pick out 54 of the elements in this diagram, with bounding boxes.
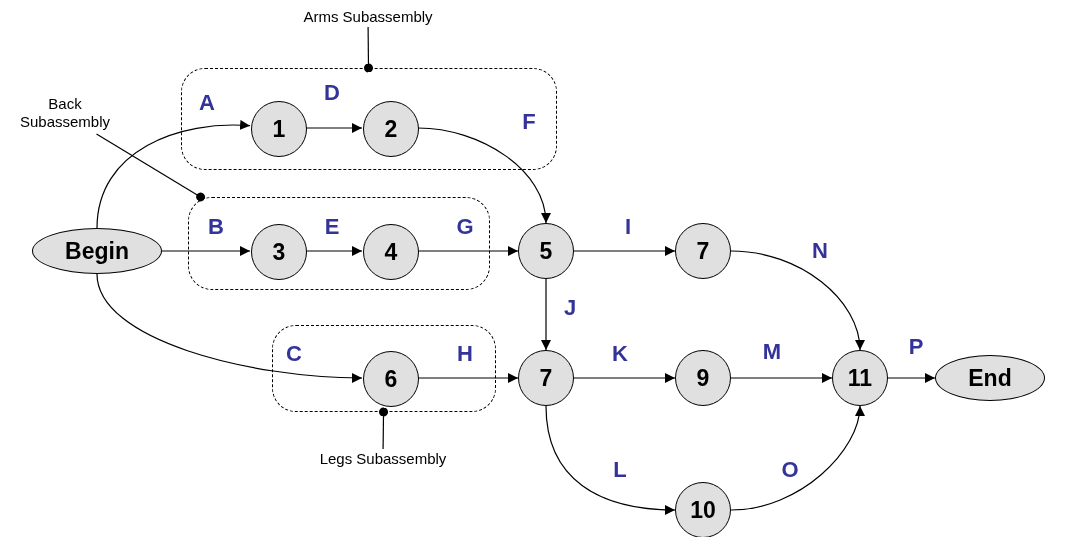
end-ellipse: End xyxy=(935,355,1045,401)
leader-line xyxy=(364,26,373,73)
activity-label: H xyxy=(457,341,473,367)
arrow xyxy=(161,246,251,256)
arrow xyxy=(305,123,363,133)
event-circle: 11 xyxy=(832,350,888,406)
activity-label: C xyxy=(286,341,302,367)
event-circle: 10 xyxy=(675,482,731,537)
event-circle: 4 xyxy=(363,224,419,280)
event-circle: 3 xyxy=(251,224,307,280)
event-circle: 7 xyxy=(518,350,574,406)
activity-label: D xyxy=(324,80,340,106)
leader-line xyxy=(95,133,206,202)
arrow xyxy=(730,405,864,511)
activity-label: G xyxy=(456,214,474,240)
dashed-group-box xyxy=(181,68,557,170)
arrow xyxy=(541,278,551,351)
event-circle: 2 xyxy=(363,101,419,157)
start-ellipse: Begin xyxy=(32,228,162,274)
arrow xyxy=(573,246,676,256)
dashed-group-box xyxy=(188,197,490,290)
activity-label: B xyxy=(208,214,224,240)
arrow xyxy=(96,120,251,229)
arrow xyxy=(730,373,833,383)
event-circle: 6 xyxy=(363,351,419,407)
leader-line xyxy=(379,407,388,450)
activity-label: A xyxy=(199,90,215,116)
activity-label: E xyxy=(324,214,340,240)
arrow xyxy=(730,250,864,351)
activity-label: N xyxy=(812,238,828,264)
callout-text: Arms Subassembly xyxy=(298,7,438,27)
event-circle: 9 xyxy=(675,350,731,406)
arrow xyxy=(887,373,936,383)
activity-label: O xyxy=(781,457,799,483)
callout-text: Legs Subassembly xyxy=(308,449,458,469)
arrow xyxy=(545,405,676,515)
event-circle: 1 xyxy=(251,101,307,157)
arrow xyxy=(305,246,363,256)
arrow xyxy=(417,373,519,383)
activity-label: L xyxy=(613,457,627,483)
activity-label: F xyxy=(522,109,536,135)
event-circle: 5 xyxy=(518,223,574,279)
arrow xyxy=(417,127,550,224)
activity-label: J xyxy=(563,295,577,321)
activity-label: M xyxy=(762,339,782,365)
arrow xyxy=(417,246,519,256)
activity-label: K xyxy=(612,341,628,367)
event-circle: 7 xyxy=(675,223,731,279)
arrow xyxy=(96,273,363,383)
activity-label: I xyxy=(624,214,632,240)
callout-text: Back Subassembly xyxy=(9,92,121,134)
dashed-group-box xyxy=(272,325,496,412)
arrow xyxy=(573,373,676,383)
activity-label: P xyxy=(908,334,924,360)
